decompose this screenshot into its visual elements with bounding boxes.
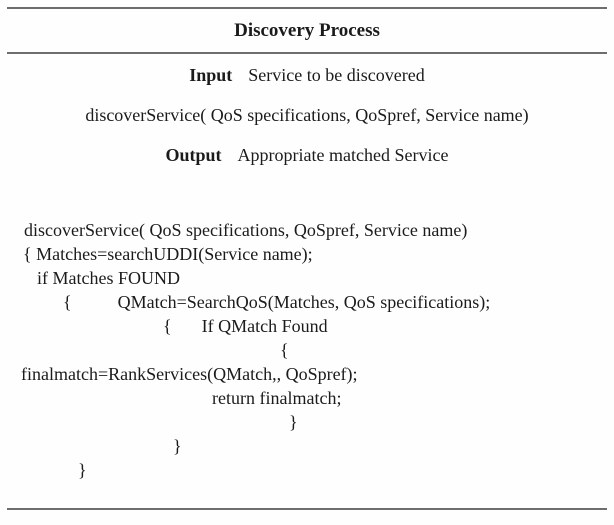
code-text: discoverService( QoS specifications, QoS… [24, 220, 468, 240]
open-brace: { [280, 340, 289, 360]
table-rule-bottom [7, 508, 607, 510]
close-brace: } [173, 436, 182, 456]
code-line-searchuddi: { Matches=searchUDDI(Service name); [0, 242, 614, 266]
open-brace: { [163, 316, 172, 336]
code-line-close-brace-2: } [0, 434, 614, 458]
service-signature: discoverService( QoS specifications, QoS… [85, 105, 529, 125]
table-rule-header [7, 52, 607, 54]
close-brace: } [289, 412, 298, 432]
code-text: { Matches=searchUDDI(Service name); [23, 244, 313, 264]
code-line-close-brace-3: } [0, 458, 614, 482]
code-text: If QMatch Found [201, 316, 328, 336]
output-value: Appropriate matched Service [237, 145, 449, 165]
code-line-if-qmatch: { If QMatch Found [0, 314, 614, 338]
code-text: finalmatch=RankServices(QMatch,, QoSpref… [21, 364, 358, 384]
code-line-signature: discoverService( QoS specifications, QoS… [0, 218, 614, 242]
open-brace: { [63, 292, 72, 312]
code-line-open-brace: { [0, 338, 614, 362]
code-line-close-brace-1: } [0, 410, 614, 434]
code-text: if Matches FOUND [37, 268, 180, 288]
input-label: Input [189, 65, 233, 85]
table-rule-top [7, 7, 607, 9]
output-row: Output Appropriate matched Service [0, 145, 614, 165]
input-row: Input Service to be discovered [0, 65, 614, 85]
table-title: Discovery Process [234, 20, 380, 41]
code-text: return finalmatch; [212, 388, 342, 408]
code-line-if-matches: if Matches FOUND [0, 266, 614, 290]
output-label: Output [165, 145, 222, 165]
code-line-searchqos: { QMatch=SearchQoS(Matches, QoS specifica… [0, 290, 614, 314]
code-line-return: return finalmatch; [0, 386, 614, 410]
pseudocode-block: discoverService( QoS specifications, QoS… [0, 218, 614, 482]
code-line-rankservices: finalmatch=RankServices(QMatch,, QoSpref… [0, 362, 614, 386]
code-text: QMatch=SearchQoS(Matches, QoS specificat… [117, 292, 491, 312]
input-value: Service to be discovered [248, 65, 425, 85]
close-brace: } [78, 460, 87, 480]
